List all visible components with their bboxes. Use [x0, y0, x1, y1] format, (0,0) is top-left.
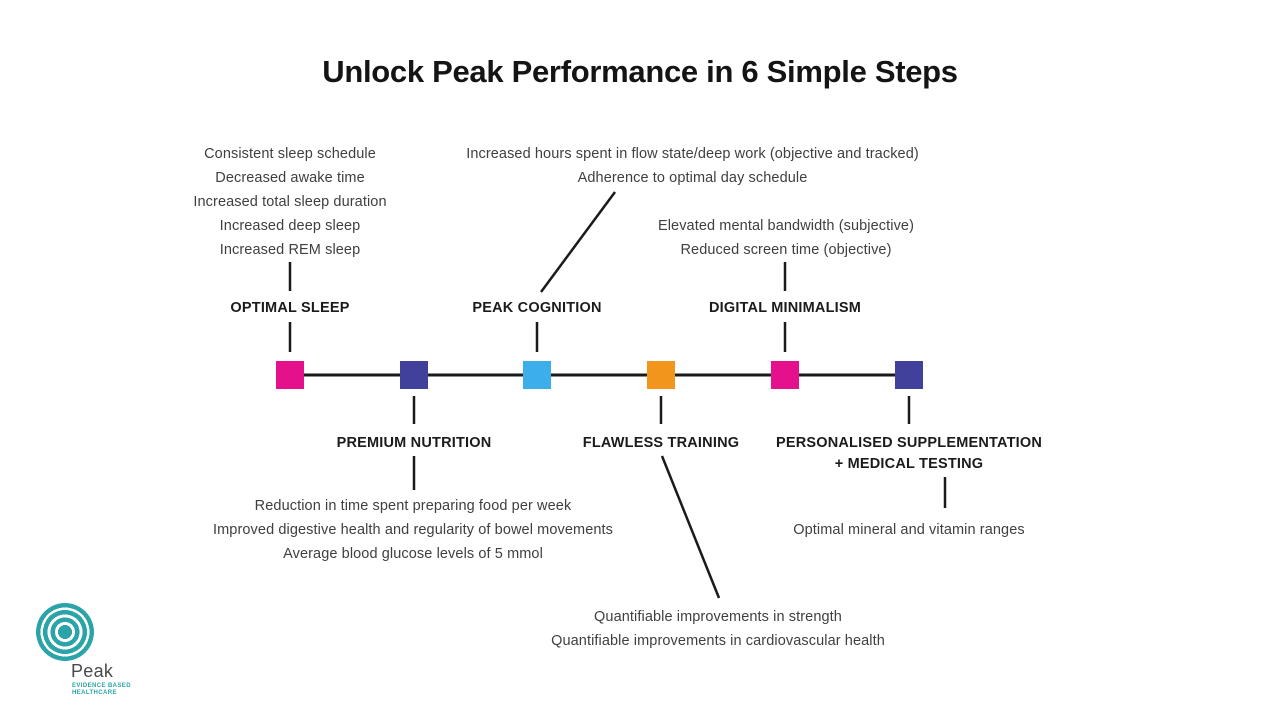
milestone-label-flawless-training: FLAWLESS TRAINING: [582, 435, 740, 451]
timeline-marker-optimal-sleep: [276, 361, 304, 389]
peak-logo: Peak EVIDENCE BASED HEALTHCARE: [36, 603, 176, 703]
outcome-item: Quantifiable improvements in cardiovascu…: [551, 633, 885, 649]
outcome-item: Adherence to optimal day schedule: [577, 170, 808, 186]
page-title: Unlock Peak Performance in 6 Simple Step…: [322, 54, 958, 89]
outcome-item: Increased hours spent in flow state/deep…: [466, 146, 919, 162]
outcome-list-optimal-sleep: Consistent sleep schedule Decreased awak…: [130, 142, 450, 262]
milestone-label-supplementation: PERSONALISED SUPPLEMENTATION + MEDICAL T…: [759, 433, 1059, 475]
outcome-list-digital-minimalism: Elevated mental bandwidth (subjective) R…: [636, 214, 936, 262]
outcome-item: Improved digestive health and regularity…: [212, 522, 614, 538]
outcome-list-flawless-training: Quantifiable improvements in strength Qu…: [498, 605, 938, 653]
bullseye-logo-icon: [36, 603, 94, 661]
timeline-marker-supplementation: [895, 361, 923, 389]
outcome-item: Increased REM sleep: [219, 242, 361, 258]
outcome-item: Elevated mental bandwidth (subjective): [657, 218, 915, 234]
outcome-item: Increased deep sleep: [219, 218, 361, 234]
outcome-item: Reduced screen time (objective): [680, 242, 892, 258]
logo-name: Peak: [71, 661, 114, 681]
timeline-marker-flawless-training: [647, 361, 675, 389]
milestone-label-optimal-sleep: OPTIMAL SLEEP: [230, 300, 350, 316]
milestone-label-line1: PERSONALISED SUPPLEMENTATION: [775, 435, 1043, 451]
outcome-list-premium-nutrition: Reduction in time spent preparing food p…: [173, 494, 653, 566]
outcome-list-supplementation: Optimal mineral and vitamin ranges: [739, 518, 1079, 542]
outcome-item: Reduction in time spent preparing food p…: [254, 498, 572, 514]
outcome-item: Increased total sleep duration: [193, 194, 387, 210]
outcome-item: Quantifiable improvements in strength: [594, 609, 842, 625]
milestone-label-premium-nutrition: PREMIUM NUTRITION: [336, 435, 492, 451]
connector-cognition-diagonal: [539, 191, 617, 293]
logo-tagline-line1: EVIDENCE BASED: [72, 683, 131, 689]
milestone-label-line2: + MEDICAL TESTING: [834, 456, 984, 472]
milestone-label-digital-minimalism: DIGITAL MINIMALISM: [708, 300, 862, 316]
timeline-marker-digital-minimalism: [771, 361, 799, 389]
outcome-item: Consistent sleep schedule: [204, 146, 376, 162]
outcome-list-peak-cognition: Increased hours spent in flow state/deep…: [440, 142, 945, 190]
timeline-marker-peak-cognition: [523, 361, 551, 389]
logo-tagline-line2: HEALTHCARE: [72, 690, 117, 696]
outcome-item: Optimal mineral and vitamin ranges: [793, 522, 1025, 538]
outcome-item: Decreased awake time: [215, 170, 365, 186]
milestone-label-peak-cognition: PEAK COGNITION: [472, 300, 602, 316]
connector-training-diagonal: [660, 455, 721, 599]
logo-tagline: EVIDENCE BASED HEALTHCARE: [72, 683, 131, 697]
outcome-item: Average blood glucose levels of 5 mmol: [283, 546, 543, 562]
timeline-marker-premium-nutrition: [400, 361, 428, 389]
